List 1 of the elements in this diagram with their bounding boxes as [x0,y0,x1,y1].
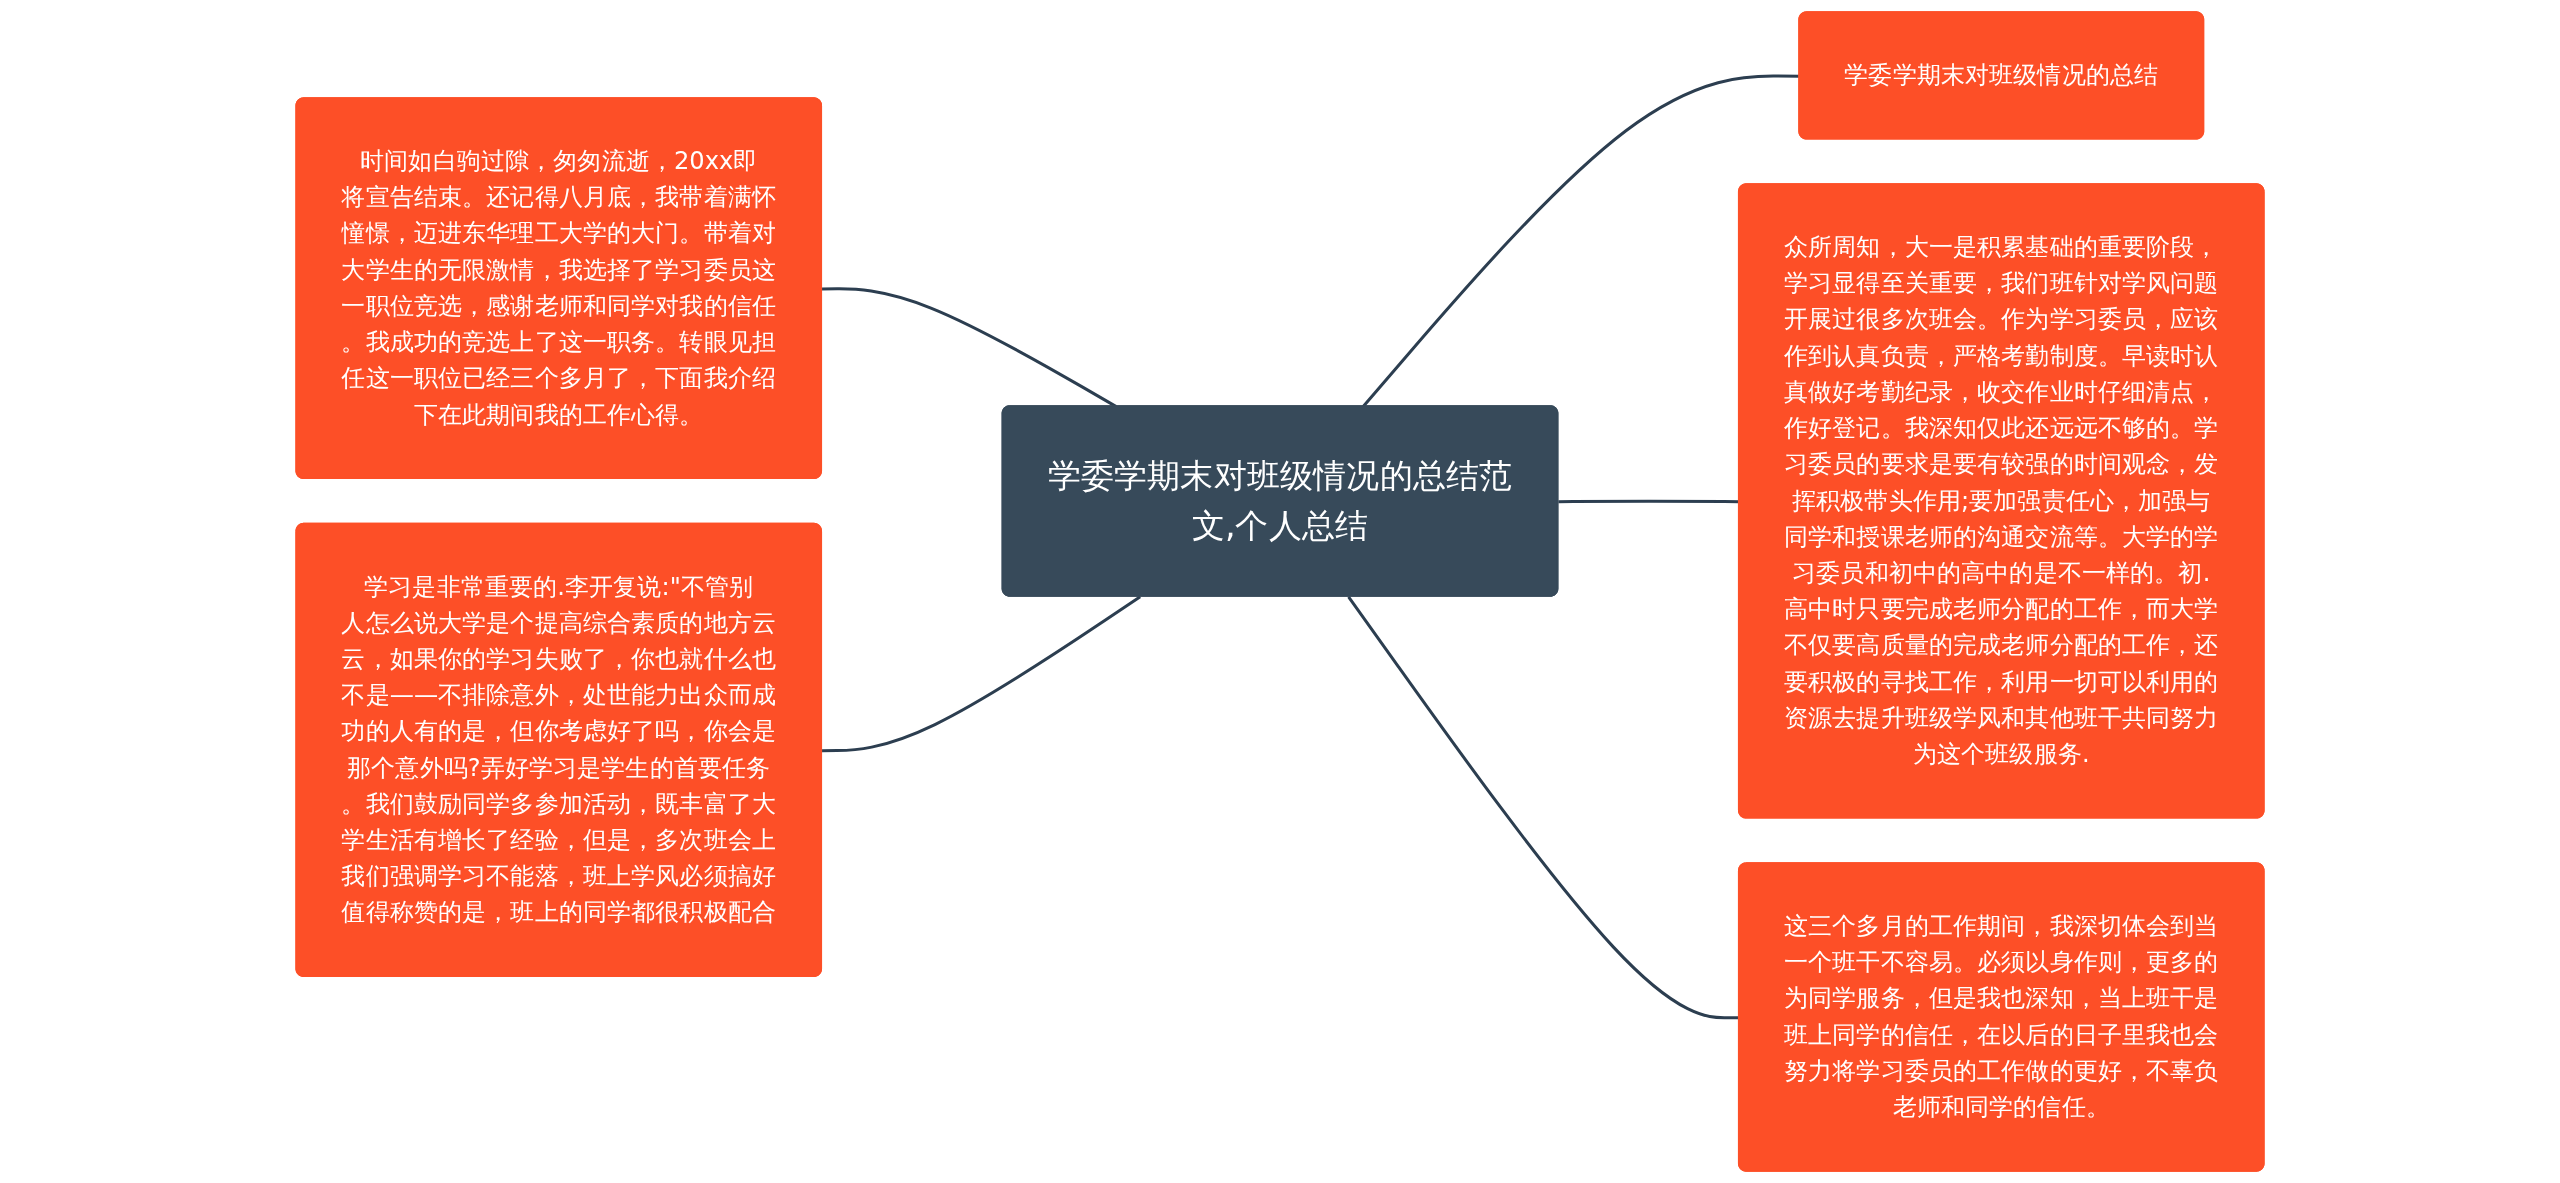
connector [822,595,1142,753]
